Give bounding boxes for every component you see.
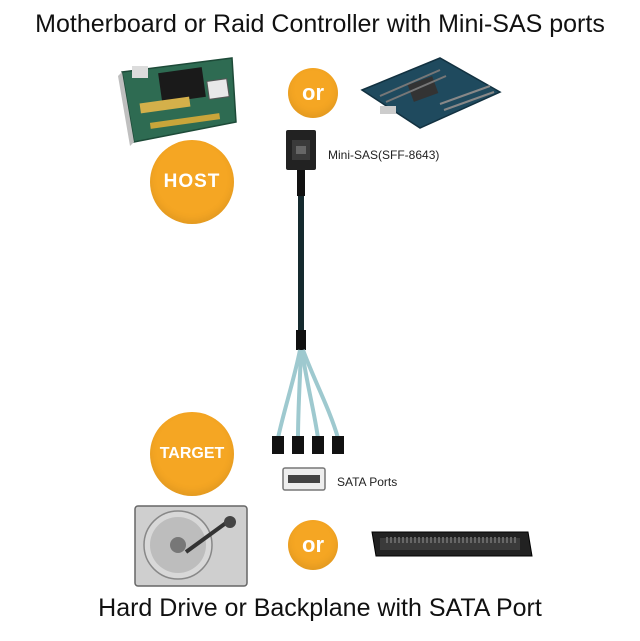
mini-sas-connector-icon <box>286 130 316 170</box>
backplane-image <box>371 531 533 557</box>
or-badge-top: or <box>288 68 338 118</box>
mini-sas-label: Mini-SAS(SFF-8643) <box>328 148 440 162</box>
or-badge-bottom: or <box>288 520 338 570</box>
cable-trunk <box>296 170 306 350</box>
page-title: Motherboard or Raid Controller with Mini… <box>35 10 605 38</box>
sata-port-icon <box>282 467 326 491</box>
motherboard-image <box>360 57 502 129</box>
sata-ports-label: SATA Ports <box>337 475 398 489</box>
target-badge: TARGET <box>150 412 234 496</box>
host-badge: HOST <box>150 140 234 224</box>
sata-plug-icons <box>272 436 344 454</box>
raid-controller-image <box>118 57 237 146</box>
footer-title: Hard Drive or Backplane with SATA Port <box>98 594 542 622</box>
hard-drive-image <box>134 505 248 587</box>
sata-fanout-cables <box>276 349 340 439</box>
